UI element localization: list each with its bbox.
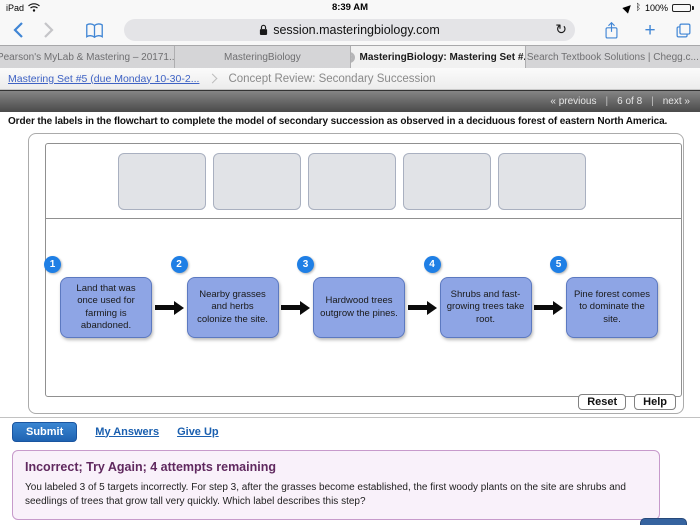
tab-bar: Pearson's MyLab & Mastering – 20171... M… (0, 45, 700, 68)
share-icon[interactable] (600, 15, 622, 45)
drop-target[interactable] (498, 152, 586, 210)
breadcrumb: Mastering Set #5 (due Monday 10-30-2... … (0, 68, 700, 90)
answer-actions: Submit My Answers Give Up (0, 418, 700, 445)
drop-target-row (46, 144, 681, 219)
flow-label-card[interactable]: Land that was once used for farming is a… (60, 277, 152, 338)
item-title: Concept Review: Secondary Succession (228, 72, 436, 85)
tab-masteringbiology[interactable]: MasteringBiology (175, 46, 351, 68)
tab-mastering-set-active[interactable]: ✕ MasteringBiology: Mastering Set #... (350, 46, 526, 68)
step-number-badge: 1 (44, 256, 61, 273)
wifi-icon (28, 3, 40, 12)
flow-step-1: 1 Land that was once used for farming is… (44, 256, 152, 338)
lock-icon (260, 24, 268, 35)
drop-target[interactable] (118, 152, 206, 210)
location-arrow-icon (621, 1, 634, 14)
give-up-link[interactable]: Give Up (177, 425, 219, 438)
tab-pearson-mylab[interactable]: Pearson's MyLab & Mastering – 20171... (0, 46, 176, 68)
battery-icon (672, 3, 694, 12)
url-field[interactable]: session.masteringbiology.com ↻ (124, 19, 575, 41)
reset-button[interactable]: Reset (578, 394, 627, 410)
flow-label-card[interactable]: Pine forest comes to dominate the site. (566, 277, 658, 338)
drop-target[interactable] (308, 152, 396, 210)
assignment-link[interactable]: Mastering Set #5 (due Monday 10-30-2... (8, 72, 200, 85)
submit-button[interactable]: Submit (12, 421, 78, 442)
flow-step-4: 4 Shrubs and fast-growing trees take roo… (423, 256, 532, 338)
next-link[interactable]: next » (662, 96, 690, 107)
flow-step-2: 2 Nearby grasses and herbs colonize the … (170, 256, 279, 338)
flowchart-activity-panel: 1 Land that was once used for farming is… (28, 133, 684, 414)
safari-toolbar: session.masteringbiology.com ↻ + (0, 15, 700, 45)
question-instruction: Order the labels in the flowchart to com… (0, 112, 700, 133)
feedback-box: Incorrect; Try Again; 4 attempts remaini… (12, 450, 660, 520)
battery-percent: 100% (644, 2, 668, 13)
tab-close-icon[interactable]: ✕ (350, 51, 355, 63)
url-text: session.masteringbiology.com (273, 23, 440, 37)
drop-target[interactable] (403, 152, 491, 210)
flowchart-workspace: 1 Land that was once used for farming is… (44, 143, 682, 397)
my-answers-link[interactable]: My Answers (95, 425, 160, 438)
clock: 8:39 AM (331, 2, 369, 13)
tabs-icon[interactable] (672, 15, 694, 45)
flow-arrow-icon (152, 300, 187, 315)
step-number-badge: 2 (170, 256, 188, 273)
flow-label-card[interactable]: Nearby grasses and herbs colonize the si… (186, 277, 279, 338)
item-pager-bar: « previous | 6 of 8 | next » (0, 90, 700, 112)
page-position: 6 of 8 (617, 96, 643, 107)
help-button[interactable]: Help (634, 394, 676, 410)
bookmarks-icon[interactable] (82, 15, 106, 45)
refresh-icon[interactable]: ↻ (555, 21, 567, 37)
flow-step-3: 3 Hardwood trees outgrow the pines. (297, 256, 405, 338)
previous-link[interactable]: « previous (550, 96, 597, 107)
feedback-body: You labeled 3 of 5 targets incorrectly. … (25, 482, 626, 507)
flowchart-row: 1 Land that was once used for farming is… (44, 256, 681, 338)
feedback-title: Incorrect; Try Again; 4 attempts remaini… (25, 460, 276, 474)
flow-step-5: 5 Pine forest comes to dominate the site… (550, 256, 658, 338)
flow-arrow-icon (405, 300, 440, 315)
breadcrumb-chevron-icon (208, 73, 218, 84)
flow-label-card[interactable]: Shrubs and fast-growing trees take root. (439, 277, 532, 338)
carrier-label: iPad (6, 2, 25, 13)
forward-button[interactable] (38, 15, 58, 45)
flow-arrow-icon (532, 300, 567, 315)
step-number-badge: 4 (423, 256, 441, 273)
back-button[interactable] (8, 15, 28, 45)
bluetooth-icon: ᛒ (635, 2, 641, 12)
step-number-badge: 5 (550, 256, 567, 273)
divider (0, 417, 700, 418)
flow-label-card[interactable]: Hardwood trees outgrow the pines. (313, 277, 405, 338)
new-tab-icon[interactable]: + (644, 19, 656, 41)
tab-chegg[interactable]: Search Textbook Solutions | Chegg.c... (525, 46, 700, 68)
panel-buttons: Reset Help (578, 394, 676, 410)
drop-target[interactable] (213, 152, 301, 210)
ios-status-bar: iPad 8:39 AM ᛒ 100% (0, 0, 700, 15)
continue-button-partial[interactable] (640, 518, 687, 525)
step-number-badge: 3 (297, 256, 314, 273)
flow-arrow-icon (279, 300, 314, 315)
